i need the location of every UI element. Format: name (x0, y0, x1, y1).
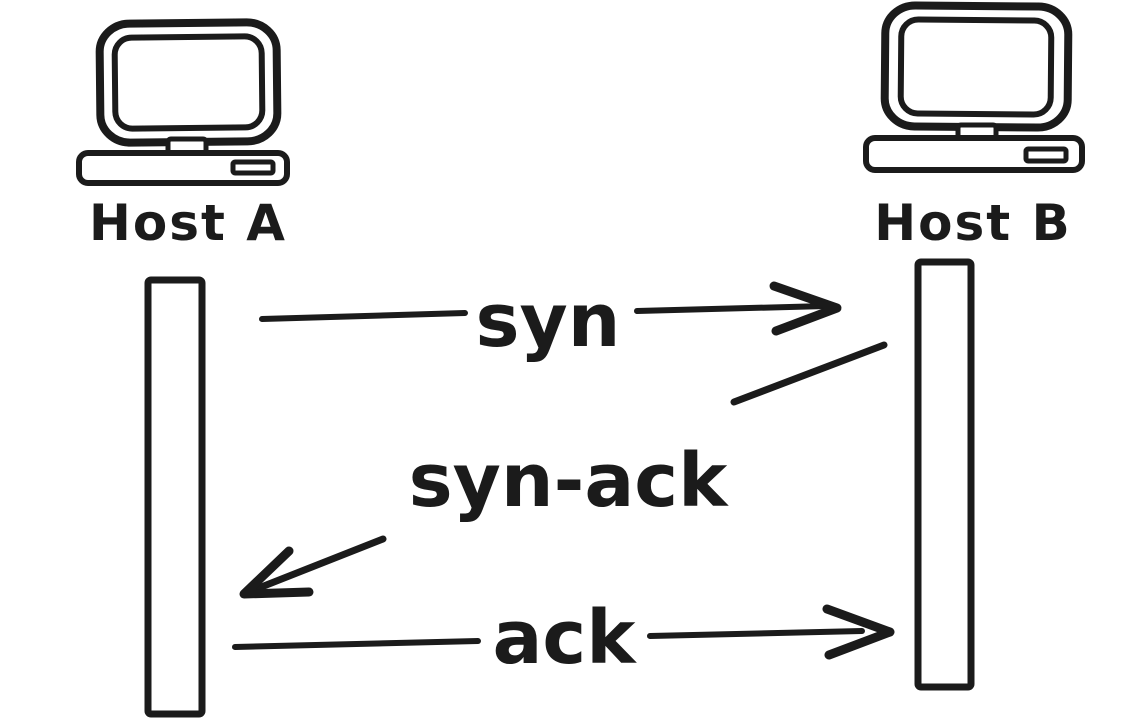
host-a-lifeline (144, 276, 206, 718)
arrow-line (634, 303, 829, 314)
monitor-screen-icon (897, 16, 1055, 118)
ack-arrow (232, 604, 895, 660)
arrow-line (647, 628, 865, 639)
arrow-line (259, 310, 468, 322)
arrowhead-left-icon (239, 546, 314, 599)
syn-arrow (259, 281, 842, 336)
base-slot-icon (230, 159, 276, 176)
host-a-computer-icon (76, 18, 290, 186)
arrowhead-right-icon (769, 281, 842, 336)
arrowhead-right-icon (822, 604, 895, 660)
host-a-label: Host A (89, 194, 287, 252)
monitor-screen-icon (111, 33, 266, 132)
syn-ack-arrow (239, 341, 888, 599)
host-b-computer-icon (863, 1, 1085, 173)
host-b-label: Host B (874, 194, 1071, 252)
arrow-line (232, 638, 481, 650)
message-label-syn: syn (476, 278, 621, 364)
host-b-lifeline (914, 258, 975, 691)
base-slot-icon (1023, 146, 1069, 164)
arrow-line (242, 535, 387, 597)
message-label-ack: ack (492, 595, 637, 681)
message-label-syn-ack: syn-ack (409, 438, 729, 524)
arrow-line (730, 341, 888, 406)
